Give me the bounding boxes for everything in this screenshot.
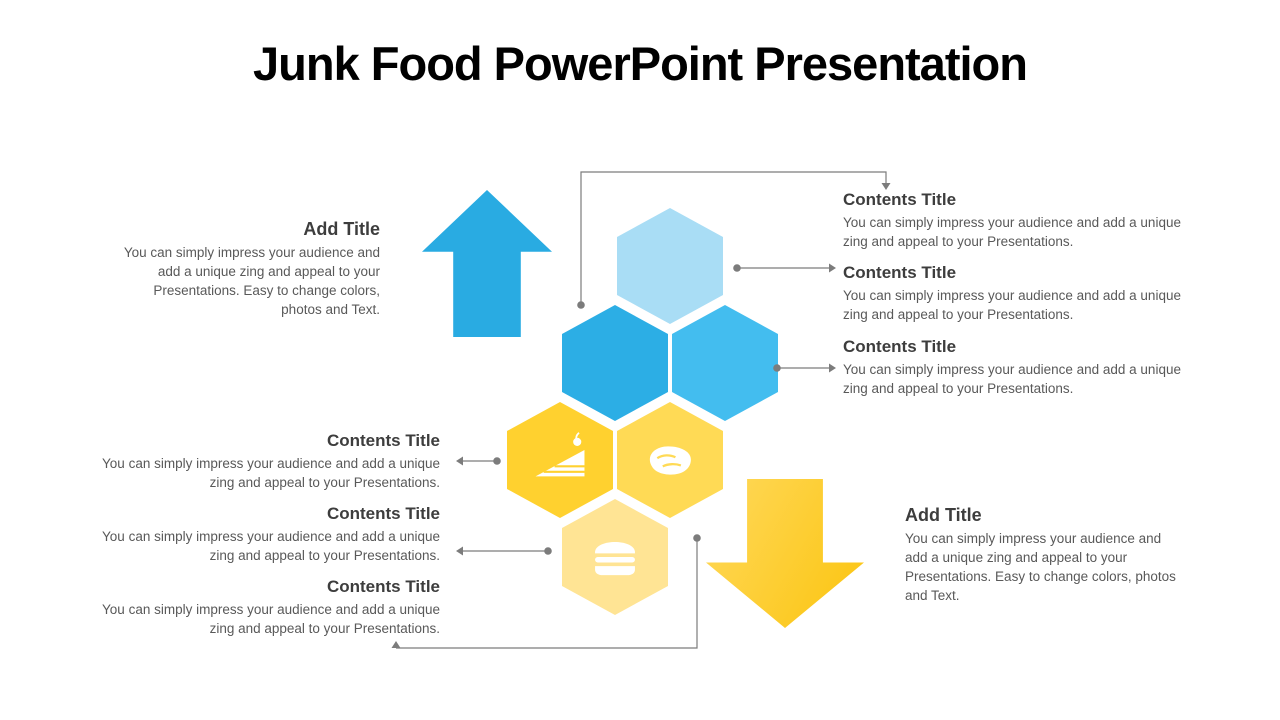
contents-title-heading: Contents Title [843,337,957,356]
contents-title-body: You can simply impress your audience and… [102,529,440,564]
contents-title-heading: Contents Title [326,577,440,596]
text-block-contents-right-1: Contents Title You can simply impress yo… [843,190,1191,251]
arrowhead-up [391,641,401,648]
add-title-body: You can simply impress your audience and… [905,531,1176,604]
hexagon-mid-right [672,305,778,421]
hexagon-burger [562,499,668,615]
text-block-contents-right-3: Contents Title You can simply impress yo… [843,337,1191,398]
connector-dot [577,301,585,309]
connector-dot [733,264,741,272]
text-block-contents-left-1: Contents Title You can simply impress yo… [100,431,440,492]
connector-dot [493,457,501,465]
contents-title-body: You can simply impress your audience and… [843,362,1181,397]
cake-icon [535,432,585,477]
arrowhead-down [881,183,891,190]
hexagon-cake [507,402,613,518]
arrowhead-left [456,456,463,466]
up-arrow-icon [422,190,552,337]
hexagon-steak [617,402,723,518]
text-block-add-title-right: Add Title You can simply impress your au… [905,505,1185,606]
connector-dot [693,534,701,542]
page-title: Junk Food PowerPoint Presentation [253,37,1028,90]
add-title-heading: Add Title [303,219,380,239]
text-block-contents-left-3: Contents Title You can simply impress yo… [100,577,440,638]
contents-title-heading: Contents Title [843,263,957,282]
contents-title-body: You can simply impress your audience and… [843,288,1181,323]
add-title-heading: Add Title [905,505,982,525]
steak-icon [649,446,691,475]
contents-title-body: You can simply impress your audience and… [843,215,1181,250]
contents-title-heading: Contents Title [326,431,440,450]
contents-title-body: You can simply impress your audience and… [102,602,440,637]
text-block-contents-right-2: Contents Title You can simply impress yo… [843,263,1191,324]
contents-title-heading: Contents Title [326,504,440,523]
connector-dot [544,547,552,555]
contents-title-body: You can simply impress your audience and… [102,456,440,491]
burger-icon [595,542,635,576]
hexagon-top [617,208,723,324]
arrowhead-right [829,363,836,373]
hexagon-mid-left [562,305,668,421]
contents-title-heading: Contents Title [843,190,957,209]
arrowhead-right [829,263,836,273]
text-block-add-title-left: Add Title You can simply impress your au… [112,219,380,320]
arrowhead-left [456,546,463,556]
add-title-body: You can simply impress your audience and… [123,245,380,318]
down-arrow-icon [706,479,864,628]
text-block-contents-left-2: Contents Title You can simply impress yo… [100,504,440,565]
